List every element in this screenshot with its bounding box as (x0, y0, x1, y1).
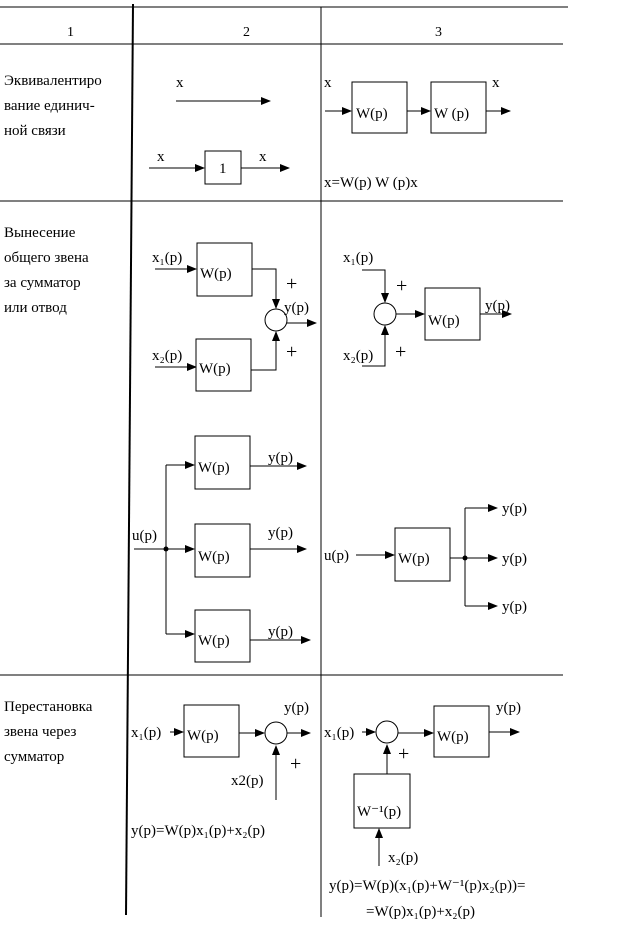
row2-col2-x1-label: x₁(p) (152, 250, 182, 266)
row3-col2-box (183, 704, 240, 758)
row2-col3-box (424, 287, 481, 341)
row3-col3-plus: + (398, 743, 409, 765)
row2-col2-box1-to-sum (252, 268, 280, 309)
row2-col2-u-label: u(p) (132, 528, 157, 544)
row2-col2-branch-box2 (194, 523, 251, 578)
row3-col3-summer (375, 720, 399, 744)
row2-col3-branch-box-label: W(p) (398, 551, 430, 567)
row2-col3-branch-y3-label: y(p) (502, 599, 527, 615)
row1-col3-box-a (351, 81, 408, 134)
row1-col3-formula: x=W(p) W (p)x (324, 175, 418, 191)
header-col2: 2 (243, 25, 250, 40)
row2-col2-branch-y3-label: y(p) (268, 624, 293, 640)
row3-col3-inverse-box-label: W⁻¹(p) (357, 804, 401, 820)
row1-title-line1: Эквивалентиро (4, 73, 102, 89)
row3-title-line2: звена через (4, 724, 77, 740)
row2-col3-u-label: u(p) (324, 548, 349, 564)
row2-col2-branch-y1-label: y(p) (268, 450, 293, 466)
row3-col3-formula-line1: y(p)=W(p)(x₁(p)+W⁻¹(p)x₂(p))= (329, 878, 526, 894)
row3-col3-x1-label: x₁(p) (324, 725, 354, 741)
row2-col2-branch-box2-label: W(p) (198, 549, 230, 565)
row2-col3-y-label: y(p) (485, 298, 510, 314)
row2-title-line3: за сумматор (4, 275, 81, 291)
row2-col3-plus2: + (395, 341, 406, 363)
row2-title-line1: Вынесение (4, 225, 76, 241)
row2-col3-plus1: + (396, 275, 407, 297)
row3-col2-y-label: y(p) (284, 700, 309, 716)
row3-col3-x2-label: x₂(p) (388, 850, 418, 866)
row3-col2-x2-label: x2(p) (231, 773, 264, 789)
row-move-block-past-summer-or-branch: Вынесение общего звена за сумматор или о… (4, 225, 527, 663)
row2-col2-plus1: + (286, 273, 297, 295)
row3-col3-formula-line2: =W(p)x₁(p)+x₂(p) (366, 904, 475, 920)
row1-col3-x-out: x (492, 75, 500, 91)
row2-col3-branch-y1-label: y(p) (502, 501, 527, 517)
row1-title-line3: ной связи (4, 123, 66, 139)
row3-col3-box-label: W(p) (437, 729, 469, 745)
row2-col2-box1-label: W(p) (200, 266, 232, 282)
row3-col2-box-label: W(p) (187, 728, 219, 744)
row1-title-line2: вание единич- (4, 98, 95, 114)
row-unit-feedback-equivalence: Эквивалентиро вание единич- ной связи x … (4, 73, 511, 191)
row2-col3-x2-label: x₂(p) (343, 348, 373, 364)
row2-col2-box1 (196, 242, 253, 297)
row3-col2-x1-label: x₁(p) (131, 725, 161, 741)
row2-col3-branch-y2-label: y(p) (502, 551, 527, 567)
row3-col3-inverse-box (353, 773, 411, 829)
row3-title-line1: Перестановка (4, 699, 93, 715)
row2-col2-y-label: y(p) (284, 300, 309, 316)
row2-col2-branch-box1-label: W(p) (198, 460, 230, 476)
row2-col2-branch-box3-label: W(p) (198, 633, 230, 649)
row2-col2-branch-box3 (194, 609, 251, 663)
row1-col2-unit-label: 1 (219, 161, 227, 177)
header-col3: 3 (435, 25, 442, 40)
row2-col2-plus2: + (286, 341, 297, 363)
row1-col3-box-b (430, 81, 487, 134)
table-grid (0, 3, 568, 917)
row2-title-line2: общего звена (4, 250, 89, 266)
row2-col2-x2-label: x₂(p) (152, 348, 182, 364)
row2-col3-box-label: W(p) (428, 313, 460, 329)
row1-col3-box-a-label: W(p) (356, 106, 388, 122)
row-swap-block-with-summer: Перестановка звена через сумматор x₁(p) … (4, 699, 526, 920)
row2-col3-x1-label: x₁(p) (343, 250, 373, 266)
header-col1: 1 (67, 25, 74, 40)
row3-col2-summer (264, 721, 288, 745)
row1-col2-unit-box (204, 150, 242, 185)
row1-col3-x-in: x (324, 75, 332, 91)
row3-col2-plus: + (290, 753, 301, 775)
row1-col3-box-b-label: W (p) (434, 106, 469, 122)
row2-title-line4: или отвод (4, 300, 67, 316)
col1-separator (125, 3, 134, 916)
row1-col2-x-top: x (176, 75, 184, 91)
row2-col2-box2 (195, 338, 252, 392)
row2-col2-box2-label: W(p) (199, 361, 231, 377)
row2-col2-branch-y2-label: y(p) (268, 525, 293, 541)
row2-col3-x2-arrow (362, 325, 389, 367)
table-header: 1 2 3 (67, 25, 442, 40)
row1-col2-x-in: x (157, 149, 165, 165)
row3-col3-y-label: y(p) (496, 700, 521, 716)
row2-col3-x1-arrow (362, 269, 389, 303)
row3-col2-formula: y(p)=W(p)x₁(p)+x₂(p) (131, 823, 265, 839)
row2-col3-summer (373, 302, 397, 326)
row2-col2-box2-to-sum (251, 331, 280, 371)
row2-col2-branch-box1 (194, 435, 251, 490)
row3-title-line3: сумматор (4, 749, 64, 765)
row2-col3-branch-box (394, 527, 451, 582)
row1-col2-x-out: x (259, 149, 267, 165)
